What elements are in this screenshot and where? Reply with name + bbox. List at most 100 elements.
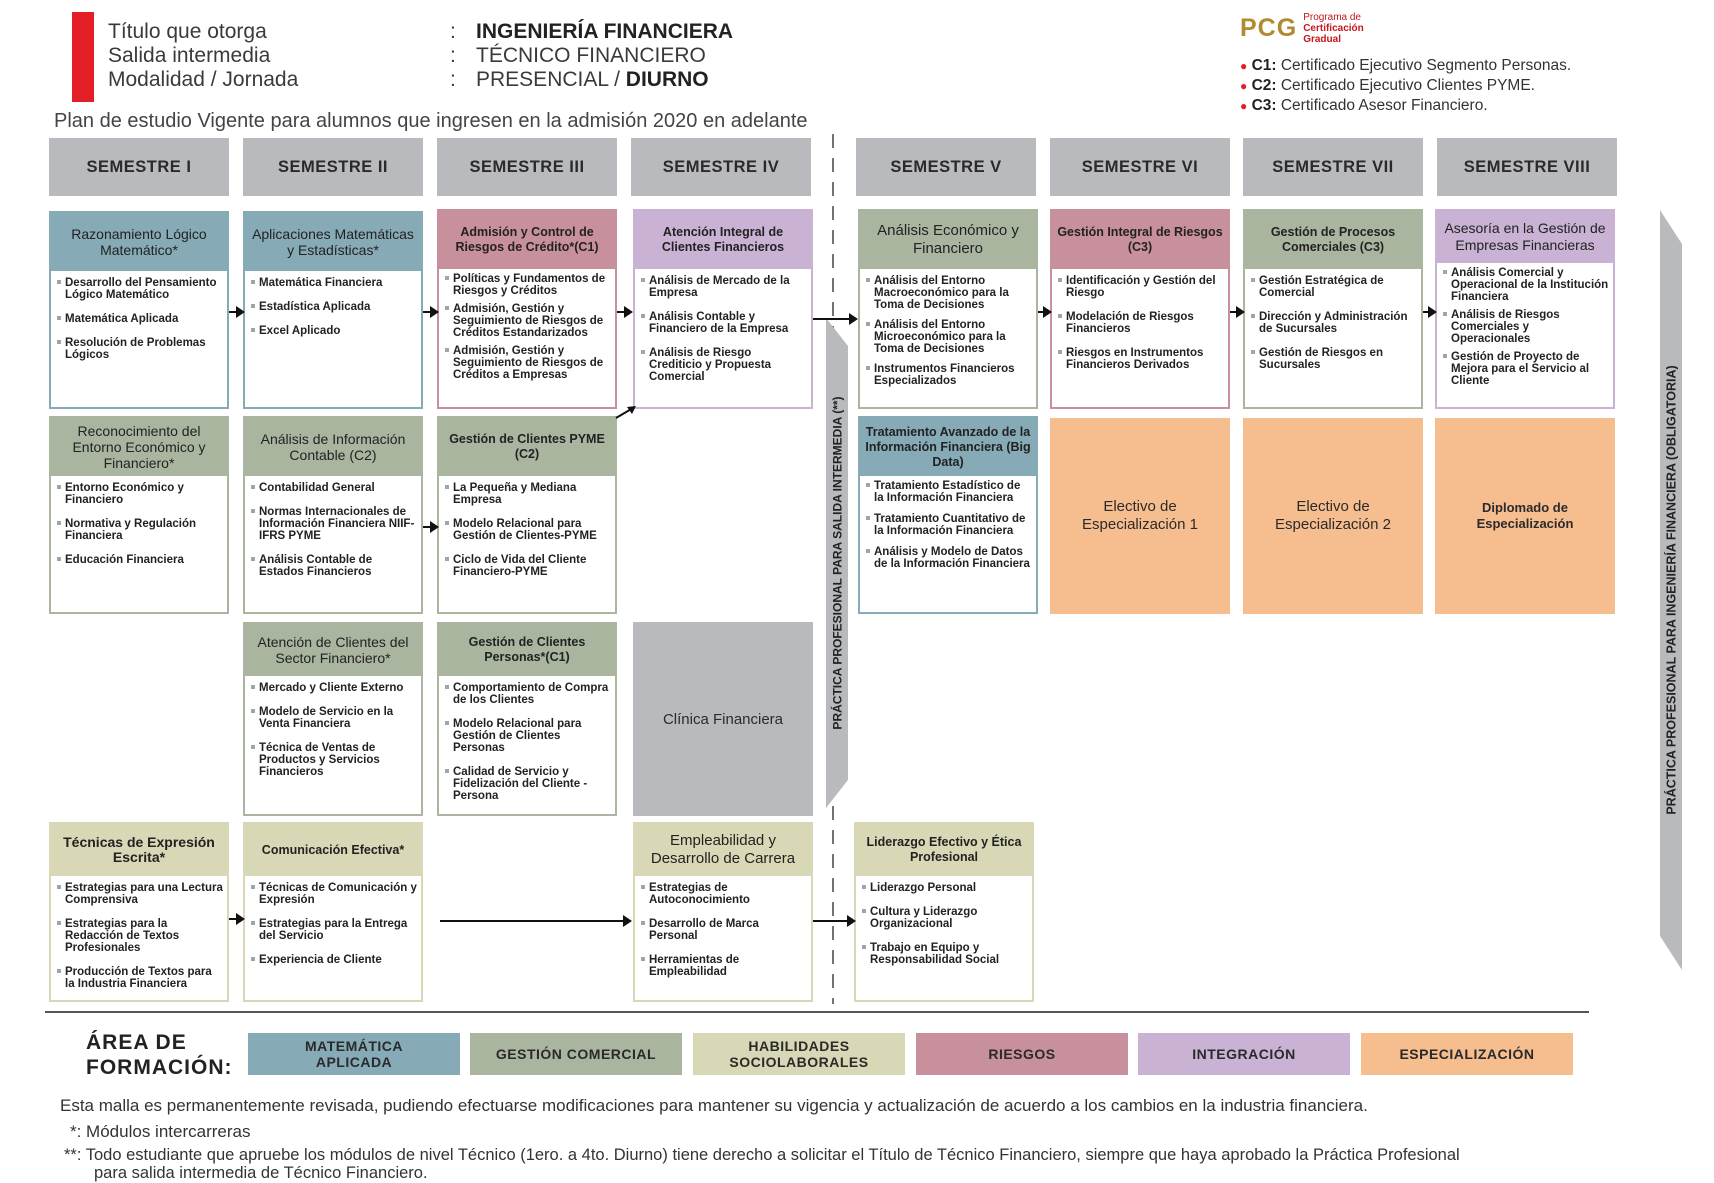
topic-list: Análisis de Mercado de la Empresa Anális… [635, 269, 811, 399]
course-diplomado[interactable]: Diplomado de Especialización [1435, 418, 1615, 614]
topic-item: Instrumentos Financieros Especializados [866, 363, 1032, 387]
bullet-dot-icon: ● [1240, 79, 1248, 93]
topic-item: Estrategias para la Redacción de Textos … [57, 918, 223, 954]
topic-item: Calidad de Servicio y Fidelización del C… [445, 766, 611, 802]
topic-item: Análisis Comercial y Operacional de la I… [1443, 267, 1609, 303]
course-clinica-financiera[interactable]: Clínica Financiera [633, 622, 813, 816]
arrow-icon [229, 306, 245, 318]
pcg-line: Certificación [1303, 23, 1364, 34]
topic-item: Políticas y Fundamentos de Riesgos y Cré… [445, 273, 611, 297]
semester-header: SEMESTRE II [243, 138, 423, 196]
topic-item: Estadística Aplicada [251, 301, 417, 313]
header-values: INGENIERÍA FINANCIERA TÉCNICO FINANCIERO… [476, 20, 733, 92]
topic-list: Tratamiento Estadístico de la Informació… [860, 476, 1036, 586]
topic-list: Entorno Económico y Financiero Normativa… [51, 476, 227, 582]
topic-item: Estrategias para una Lectura Comprensiva [57, 882, 223, 906]
cert-item: ● C2: Certificado Ejecutivo Clientes PYM… [1240, 77, 1535, 94]
course-gestion-pyme[interactable]: Gestión de Clientes PYME (C2) La Pequeña… [437, 416, 617, 614]
red-accent-bar [72, 12, 94, 102]
course-big-data[interactable]: Tratamiento Avanzado de la Información F… [858, 416, 1038, 614]
course-title: Razonamiento Lógico Matemático* [51, 213, 227, 271]
course-analisis-economico[interactable]: Análisis Económico y Financiero Análisis… [858, 209, 1038, 409]
arrow-icon [617, 306, 633, 318]
semester-header: SEMESTRE I [49, 138, 229, 196]
pcg-logo: PCG Programa de Certificación Gradual [1240, 12, 1364, 45]
topic-item: Modelación de Riesgos Financieros [1058, 311, 1224, 335]
arrow-icon [1423, 306, 1437, 318]
topic-item: Admisión, Gestión y Seguimiento de Riesg… [445, 345, 611, 381]
course-title: Atención de Clientes del Sector Financie… [245, 624, 421, 676]
course-electivo-1[interactable]: Electivo de Especialización 1 [1050, 418, 1230, 614]
certification-list: ● C1: Certificado Ejecutivo Segmento Per… [1240, 56, 1571, 116]
pcg-line: Gradual [1303, 34, 1341, 45]
topic-item: Mercado y Cliente Externo [251, 682, 417, 694]
course-reconocimiento[interactable]: Reconocimiento del Entorno Económico y F… [49, 416, 229, 614]
topic-list: Gestión Estratégica de Comercial Direcci… [1245, 269, 1421, 387]
legend-matematica: MATEMÁTICA APLICADA [248, 1033, 460, 1075]
course-title: Liderazgo Efectivo y Ética Profesional [856, 824, 1032, 876]
topic-list: Análisis del Entorno Macroeconómico para… [860, 269, 1036, 403]
course-analisis-contable[interactable]: Análisis de Información Contable (C2) Co… [243, 416, 423, 614]
course-gestion-procesos[interactable]: Gestión de Procesos Comerciales (C3) Ges… [1243, 209, 1423, 409]
topic-item: Cultura y Liderazgo Organizacional [862, 906, 1028, 930]
footer-dstar: **: Todo estudiante que apruebe los módu… [64, 1146, 1460, 1164]
course-comunicacion-efectiva[interactable]: Comunicación Efectiva* Técnicas de Comun… [243, 822, 423, 1002]
course-atencion-clientes[interactable]: Atención de Clientes del Sector Financie… [243, 622, 423, 816]
legend-habilidades: HABILIDADES SOCIOLABORALES [693, 1033, 905, 1075]
course-title: Gestión Integral de Riesgos (C3) [1052, 211, 1228, 269]
course-razonamiento[interactable]: Razonamiento Lógico Matemático* Desarrol… [49, 211, 229, 409]
topic-item: Identificación y Gestión del Riesgo [1058, 275, 1224, 299]
course-liderazgo[interactable]: Liderazgo Efectivo y Ética Profesional L… [854, 822, 1034, 1002]
course-empleabilidad[interactable]: Empleabilidad y Desarrollo de Carrera Es… [633, 822, 813, 1002]
course-tecnicas-expresion[interactable]: Técnicas de Expresión Escrita* Estrategi… [49, 822, 229, 1002]
arrow-icon [229, 913, 245, 925]
course-title: Aplicaciones Matemáticas y Estadísticas* [245, 213, 421, 271]
topic-item: Matemática Financiera [251, 277, 417, 289]
course-admision-riesgos[interactable]: Admisión y Control de Riesgos de Crédito… [437, 209, 617, 409]
course-gestion-personas[interactable]: Gestión de Clientes Personas*(C1) Compor… [437, 622, 617, 816]
topic-item: Técnicas de Comunicación y Expresión [251, 882, 417, 906]
value-modalidad: PRESENCIAL / [476, 68, 626, 91]
course-title: Reconocimiento del Entorno Económico y F… [51, 418, 227, 476]
topic-list: Mercado y Cliente Externo Modelo de Serv… [245, 676, 421, 794]
legend-integracion: INTEGRACIÓN [1138, 1033, 1350, 1075]
pcg-line: Programa de [1303, 12, 1361, 23]
header-labels: Título que otorga Salida intermedia Moda… [108, 20, 298, 92]
legend-title-line: FORMACIÓN: [86, 1056, 233, 1079]
course-asesoria-gestion[interactable]: Asesoría en la Gestión de Empresas Finan… [1435, 209, 1615, 409]
pcg-text: Programa de Certificación Gradual [1303, 12, 1364, 45]
topic-list: Estrategias de Autoconocimiento Desarrol… [635, 876, 811, 994]
topic-item: Análisis del Entorno Microeconómico para… [866, 319, 1032, 355]
cert-item: ● C1: Certificado Ejecutivo Segmento Per… [1240, 57, 1572, 74]
topic-item: Dirección y Administración de Sucursales [1251, 311, 1417, 335]
course-atencion-integral[interactable]: Atención Integral de Clientes Financiero… [633, 209, 813, 409]
topic-item: Gestión Estratégica de Comercial [1251, 275, 1417, 299]
topic-item: Liderazgo Personal [862, 882, 1028, 894]
topic-item: Análisis Contable de Estados Financieros [251, 554, 417, 578]
topic-list: Técnicas de Comunicación y Expresión Est… [245, 876, 421, 982]
arrow-icon [1038, 306, 1052, 318]
topic-item: Técnica de Ventas de Productos y Servici… [251, 742, 417, 778]
topic-item: La Pequeña y Mediana Empresa [445, 482, 611, 506]
course-electivo-2[interactable]: Electivo de Especialización 2 [1243, 418, 1423, 614]
value-titulo: INGENIERÍA FINANCIERA [476, 20, 734, 43]
course-gestion-integral-riesgos[interactable]: Gestión Integral de Riesgos (C3) Identif… [1050, 209, 1230, 409]
topic-item: Trabajo en Equipo y Responsabilidad Soci… [862, 942, 1028, 966]
topic-list: Estrategias para una Lectura Comprensiva… [51, 876, 227, 1006]
practica-intermedia-label: PRÁCTICA PROFESIONAL PARA SALIDA INTERME… [831, 396, 845, 730]
course-title: Análisis Económico y Financiero [860, 211, 1036, 269]
value-jornada: DIURNO [625, 68, 709, 91]
topic-item: Desarrollo de Marca Personal [641, 918, 807, 942]
course-aplicaciones-matematicas[interactable]: Aplicaciones Matemáticas y Estadísticas*… [243, 211, 423, 409]
course-title: Tratamiento Avanzado de la Información F… [860, 418, 1036, 476]
semester-header: SEMESTRE III [437, 138, 617, 196]
legend-especializacion: ESPECIALIZACIÓN [1361, 1033, 1573, 1075]
footer-dstar-cont: para salida intermedia de Técnico Financ… [94, 1164, 428, 1182]
topic-item: Análisis Contable y Financiero de la Emp… [641, 311, 807, 335]
diagonal-arrow-icon [615, 406, 636, 419]
topic-item: Admisión, Gestión y Seguimiento de Riesg… [445, 303, 611, 339]
value-salida: TÉCNICO FINANCIERO [476, 44, 706, 67]
topic-item: Gestión de Proyecto de Mejora para el Se… [1443, 351, 1609, 387]
header-colons: : : : [450, 20, 456, 92]
pcg-mark: PCG [1240, 14, 1298, 42]
